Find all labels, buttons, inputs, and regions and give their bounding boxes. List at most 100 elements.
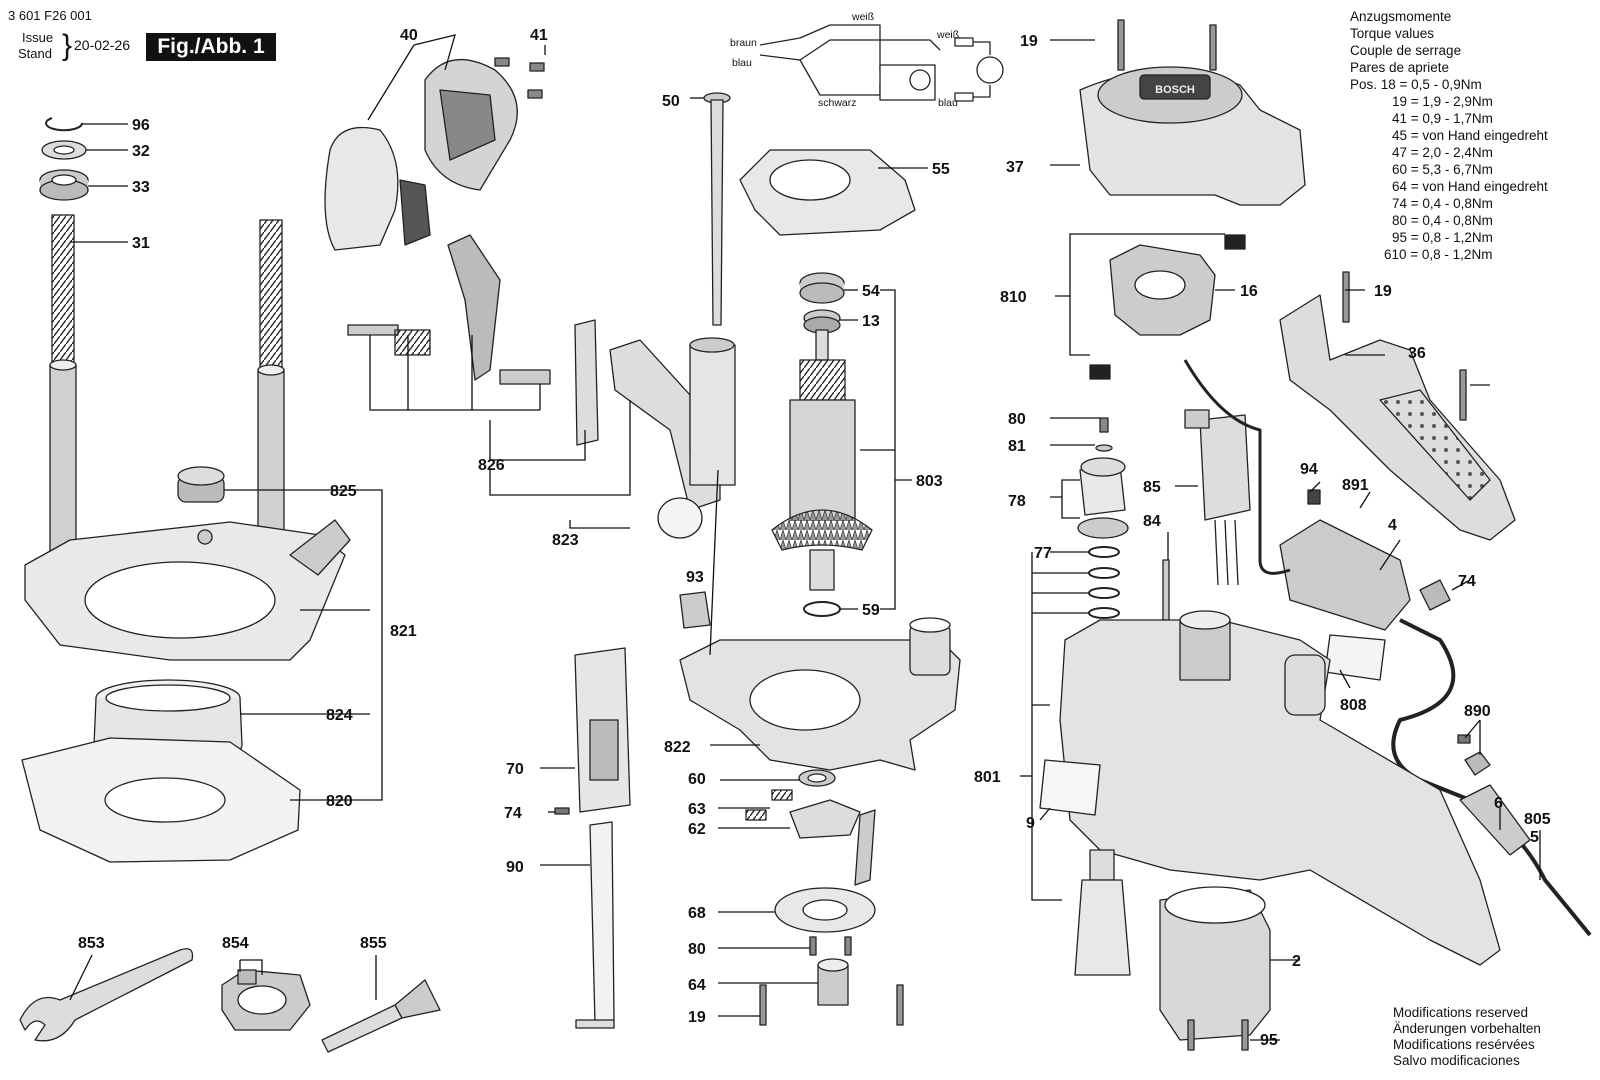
stand-label: Stand bbox=[18, 46, 52, 61]
callout-number: 13 bbox=[862, 313, 880, 330]
bushing-part bbox=[39, 169, 89, 201]
callout-number: 78 bbox=[1008, 493, 1026, 510]
spindle-lock-plate-part bbox=[774, 809, 876, 933]
callout-number: 821 bbox=[390, 623, 417, 640]
motor-housing-part bbox=[1059, 610, 1501, 966]
callout-number: 9 bbox=[1026, 815, 1035, 832]
callout-number: 853 bbox=[78, 935, 105, 952]
washer-part bbox=[41, 140, 87, 160]
callout-number: 62 bbox=[688, 821, 706, 838]
callout-number: 50 bbox=[662, 93, 680, 110]
torque-row: 610 = 0,8 - 1,2Nm bbox=[1384, 247, 1493, 262]
callout-number: 60 bbox=[688, 771, 706, 788]
armature-part bbox=[771, 329, 873, 591]
callout-number: 810 bbox=[1000, 289, 1027, 306]
router-base-part bbox=[24, 519, 351, 661]
cable-grommet-part bbox=[1459, 784, 1531, 856]
lower-housing-part bbox=[679, 617, 961, 771]
callout-number: 90 bbox=[506, 859, 524, 876]
callout-number: 805 bbox=[1524, 811, 1551, 828]
brush-holder-part bbox=[739, 149, 916, 236]
clip-part bbox=[679, 591, 711, 629]
brush-plate-part bbox=[1089, 234, 1246, 380]
callout-number: 19 bbox=[688, 1009, 706, 1026]
right-handle-part bbox=[1279, 294, 1516, 541]
screw-part bbox=[1342, 271, 1467, 421]
callout-number: 84 bbox=[1143, 513, 1161, 530]
torque-title-es: Pares de apriete bbox=[1350, 60, 1450, 75]
callout-number: 64 bbox=[688, 977, 706, 994]
callout-number: 855 bbox=[360, 935, 387, 952]
torque-title-fr: Couple de serrage bbox=[1350, 43, 1462, 58]
scale-holder-part bbox=[574, 647, 631, 813]
callout-number: 59 bbox=[862, 602, 880, 619]
torque-row: 80 = 0,4 - 0,8Nm bbox=[1392, 213, 1493, 228]
spindle-cartridge-part bbox=[1074, 849, 1131, 976]
torque-row: 47 = 2,0 - 2,4Nm bbox=[1392, 145, 1493, 160]
callout-number: 19 bbox=[1020, 33, 1038, 50]
wire-color-label: braun bbox=[730, 37, 757, 49]
callout-number: 824 bbox=[326, 707, 353, 724]
torque-row: 41 = 0,9 - 1,7Nm bbox=[1392, 111, 1493, 126]
torque-row: 74 = 0,4 - 0,8Nm bbox=[1392, 196, 1493, 211]
spring-pin-part bbox=[745, 789, 861, 839]
callout-number: 96 bbox=[132, 117, 150, 134]
callout-number: 32 bbox=[132, 143, 150, 160]
torque-values-table: Anzugsmomente Torque values Couple de se… bbox=[1350, 8, 1548, 263]
base-plate-part bbox=[21, 737, 301, 863]
brand-logo: BOSCH bbox=[1155, 84, 1195, 96]
callout-number: 93 bbox=[686, 569, 704, 586]
torque-title-en: Torque values bbox=[1350, 26, 1435, 41]
modifications-line: Modifications reserved bbox=[1393, 1005, 1529, 1020]
screw-part bbox=[1117, 19, 1217, 71]
callout-number: 801 bbox=[974, 769, 1001, 786]
callout-number: 822 bbox=[664, 739, 691, 756]
callout-number: 4 bbox=[1388, 517, 1397, 534]
collet-nut-part bbox=[817, 958, 849, 1006]
switch-knob-part bbox=[1077, 417, 1129, 539]
rod-part bbox=[1162, 559, 1170, 621]
left-handle-part bbox=[324, 58, 518, 251]
callout-number: 16 bbox=[1240, 283, 1258, 300]
modifications-note: Modifications reserved Änderungen vorbeh… bbox=[1393, 1005, 1541, 1069]
callout-number: 55 bbox=[932, 161, 950, 178]
depth-stop-part bbox=[609, 337, 736, 539]
callout-number: 41 bbox=[530, 27, 548, 44]
rating-label-part bbox=[1039, 759, 1101, 816]
nut-part bbox=[798, 769, 836, 787]
callout-number: 19 bbox=[1374, 283, 1392, 300]
callout-number: 95 bbox=[1260, 1032, 1278, 1049]
issue-date: 20-02-26 bbox=[74, 37, 131, 53]
callout-number: 891 bbox=[1342, 477, 1369, 494]
top-cap-part: BOSCH bbox=[1079, 66, 1306, 206]
callout-number: 74 bbox=[1458, 573, 1476, 590]
callout-number: 77 bbox=[1034, 545, 1052, 562]
washer-set-part bbox=[1088, 546, 1120, 619]
wire-color-label: blau bbox=[732, 57, 752, 69]
screw-part bbox=[759, 984, 904, 1026]
label-sticker-part bbox=[1324, 634, 1386, 681]
callout-number: 40 bbox=[400, 27, 418, 44]
modifications-line: Salvo modificaciones bbox=[1393, 1053, 1520, 1068]
callout-number: 36 bbox=[1408, 345, 1426, 362]
collet-ring-part bbox=[221, 969, 311, 1031]
torque-row: 95 = 0,8 - 1,2Nm bbox=[1392, 230, 1493, 245]
callout-number: 808 bbox=[1340, 697, 1367, 714]
column-part bbox=[49, 359, 285, 581]
wrench-tool bbox=[19, 948, 194, 1042]
figure-label: Fig./Abb. 1 bbox=[146, 33, 276, 61]
screw-part bbox=[494, 57, 545, 99]
callout-number: 37 bbox=[1006, 159, 1024, 176]
depth-scale-part bbox=[575, 821, 615, 1029]
callout-number: 825 bbox=[330, 483, 357, 500]
callout-number: 31 bbox=[132, 235, 150, 252]
switch-part bbox=[1279, 489, 1451, 631]
wire-color-label: weiß bbox=[851, 11, 874, 23]
torque-row: Pos. 18 = 0,5 - 0,9Nm bbox=[1350, 77, 1482, 92]
modifications-line: Modifications resérvées bbox=[1393, 1037, 1535, 1052]
torque-title-de: Anzugsmomente bbox=[1350, 9, 1452, 24]
bearing-part bbox=[799, 272, 845, 334]
callout-number: 803 bbox=[916, 473, 943, 490]
